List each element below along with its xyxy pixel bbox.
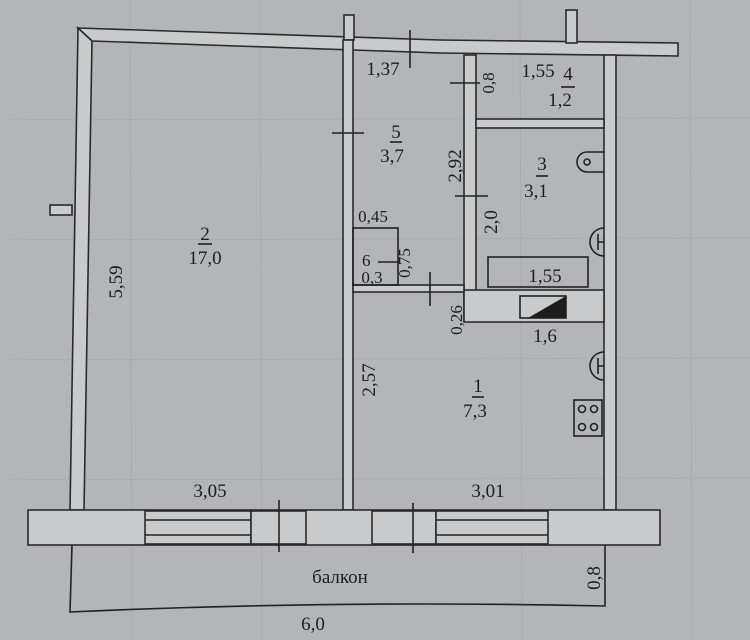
bottom-window-wall (27, 509, 661, 546)
room-number: 3 (537, 154, 547, 175)
dim-closet-depth: 0,3 (361, 268, 382, 287)
room-number: 1 (473, 376, 483, 397)
top-wall-stub-right (565, 9, 578, 44)
partition-wall-room2 (342, 39, 354, 511)
bathtub (487, 256, 589, 288)
room-1-label: 1 7,3 (463, 376, 487, 422)
left-wall-stub (49, 204, 73, 216)
water-heater-fill (528, 296, 566, 318)
dim-wall-gap: 0,26 (447, 305, 466, 335)
dim-closet-width: 0,45 (358, 207, 388, 226)
dim-closet-height: 0,75 (395, 248, 414, 278)
top-exterior-wall (75, 27, 679, 57)
room-area: 7,3 (463, 401, 487, 422)
dim-room5-width: 1,37 (366, 59, 399, 80)
closet-box (352, 227, 399, 286)
top-wall-stub-left (343, 14, 355, 41)
dim-balcony-depth: 0,8 (584, 566, 605, 590)
room-6-number: 6 (362, 251, 371, 270)
room-3-label: 3 3,1 (524, 154, 548, 202)
right-exterior-wall (603, 54, 617, 511)
bath-sink-icon (589, 227, 605, 257)
dim-room2-width: 3,05 (193, 481, 226, 502)
room-area: 3,1 (524, 181, 548, 202)
room-2-label: 2 17,0 (188, 224, 221, 269)
room-area: 17,0 (188, 248, 221, 269)
dim-bath-wall-width: 1,6 (533, 326, 557, 347)
room-area: 3,7 (380, 146, 404, 167)
kitchen-sink-icon (589, 351, 605, 381)
room-5-label: 5 3,7 (380, 122, 404, 167)
dim-room2-height: 5,59 (106, 265, 127, 298)
partition-wall-wc (475, 118, 605, 129)
dim-balcony-width: 6,0 (301, 614, 325, 635)
toilet-icon (576, 151, 604, 173)
dim-room4-height: 0,8 (479, 72, 498, 93)
left-exterior-wall (69, 26, 93, 511)
room-number: 5 (391, 122, 401, 143)
closet-bottom-wall (352, 284, 465, 293)
dimension-labels: 5,59 3,05 1,37 1,55 0,8 2,92 2,0 1,55 0,… (106, 59, 605, 635)
stove-icon (573, 399, 603, 437)
dim-room3-height: 2,92 (445, 149, 466, 182)
partition-wall-bath (463, 54, 477, 321)
toilet-hole (583, 158, 591, 166)
room-number: 2 (200, 224, 210, 245)
dim-room4-width: 1,55 (521, 61, 554, 82)
room-area: 1,2 (548, 90, 572, 111)
dimension-ticks (278, 30, 488, 553)
dim-bath-length: 1,55 (528, 266, 561, 287)
room-4-label: 4 1,2 (548, 64, 575, 111)
dim-kitchen-height: 2,57 (359, 363, 380, 396)
room-number: 4 (563, 64, 573, 85)
balcony-outline (69, 544, 606, 613)
dim-room3-height2: 2,0 (481, 210, 502, 234)
balcony-label: балкон (312, 567, 368, 588)
dim-kitchen-width: 3,01 (471, 481, 504, 502)
